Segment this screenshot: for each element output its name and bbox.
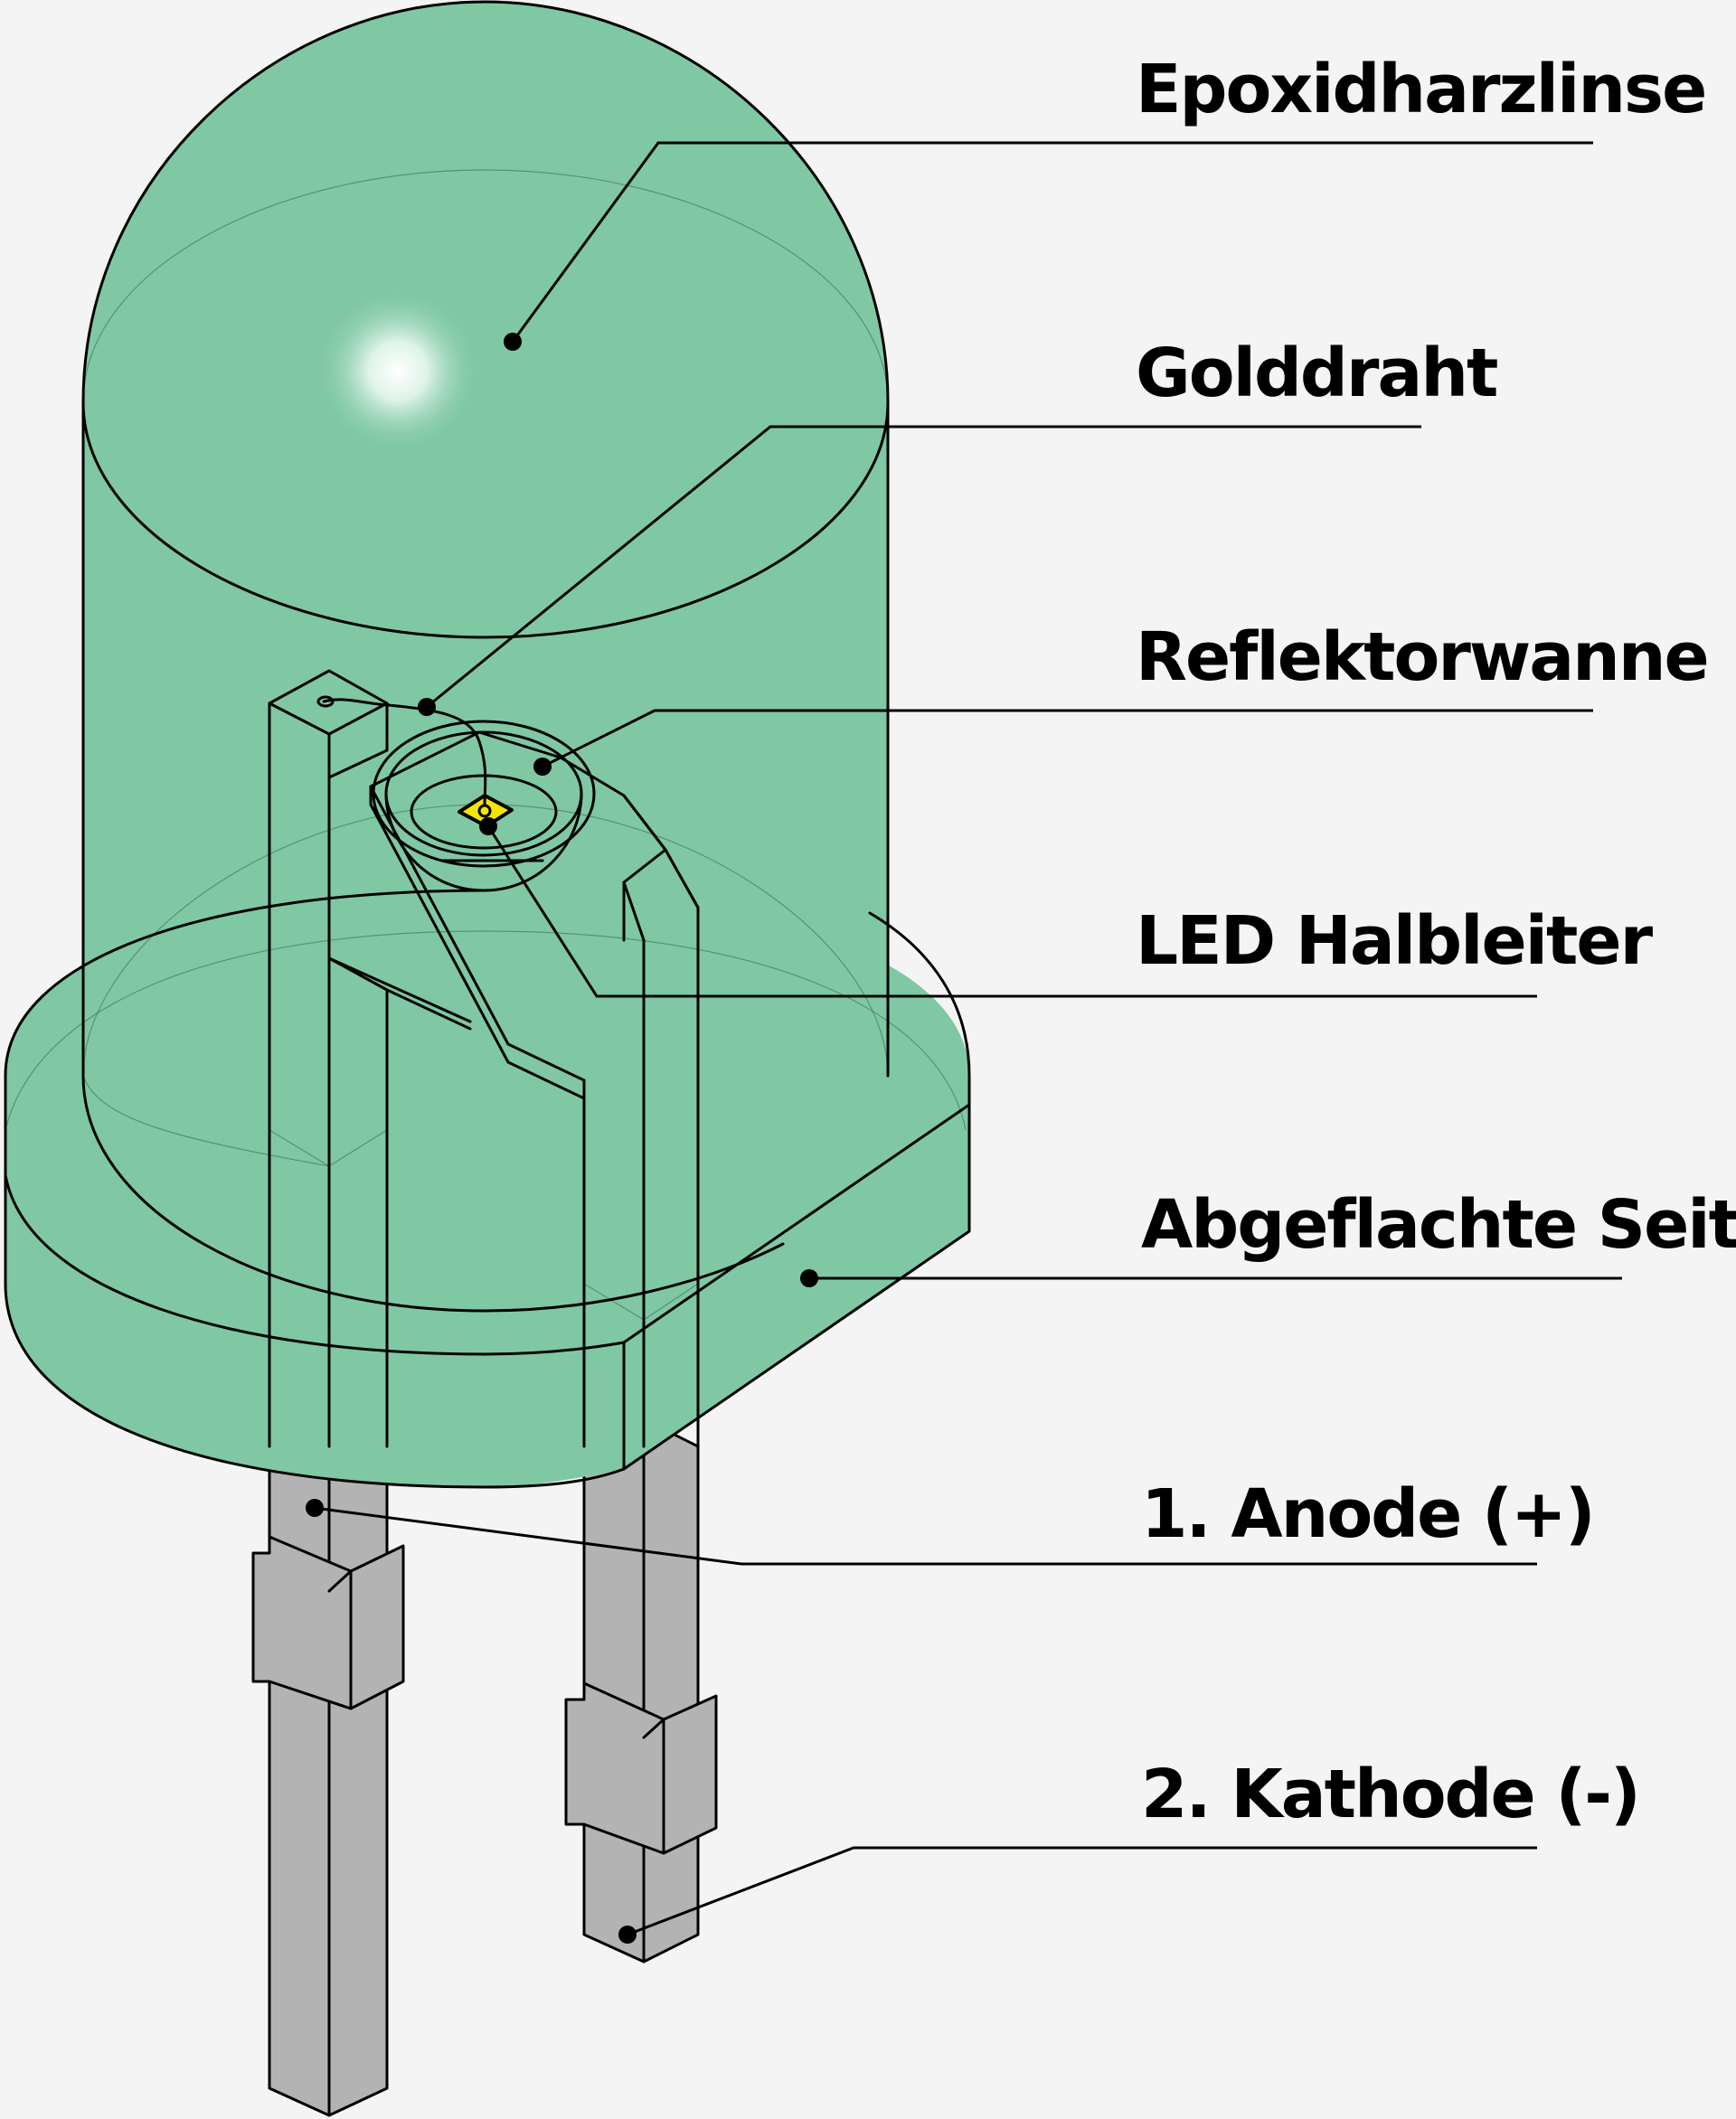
led-chip xyxy=(458,794,514,828)
anode-lead xyxy=(251,1417,405,2117)
cathode-lead xyxy=(564,1417,718,1964)
label-flat-side: Abgeflachte Seite xyxy=(1141,1186,1736,1264)
label-reflector-cup: Reflektorwanne xyxy=(1136,618,1708,696)
callout-dots xyxy=(306,333,818,1944)
reflector-cup xyxy=(372,720,596,892)
label-gold-wire: Golddraht xyxy=(1136,334,1497,412)
label-epoxy-lens: Epoxidharzlinse xyxy=(1136,51,1705,128)
leader-lines xyxy=(314,141,1622,1936)
light-glow xyxy=(315,287,481,454)
lead-frame xyxy=(268,669,700,1448)
label-cathode: 2. Kathode (-) xyxy=(1141,1756,1639,1833)
label-led-semiconductor: LED Halbleiter xyxy=(1136,902,1654,980)
label-anode: 1. Anode (+) xyxy=(1141,1475,1594,1553)
gold-wire xyxy=(322,698,487,806)
epoxy-lens-body xyxy=(4,0,971,1489)
